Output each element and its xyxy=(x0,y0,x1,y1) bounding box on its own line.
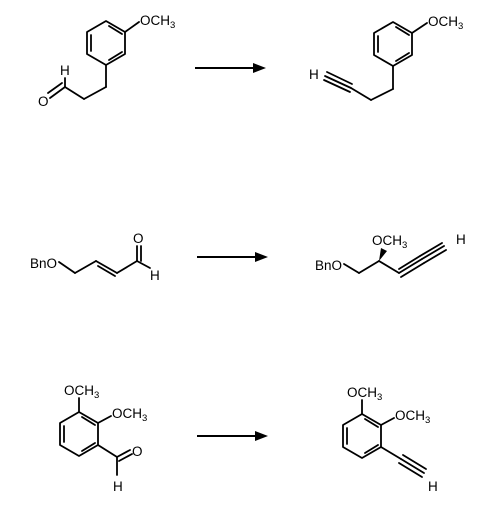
aldehyde-h-label: H xyxy=(60,63,70,78)
oxygen-label: O xyxy=(133,231,144,246)
reaction-3-reactant: OCH3 OCH3 O H xyxy=(59,383,147,494)
reaction-3-product: OCH3 OCH3 H xyxy=(342,385,438,494)
reaction-1: OCH3 H O OCH3 H xyxy=(38,13,463,109)
reaction-2: BnO O H BnO xyxy=(30,231,466,283)
reaction-2-product: BnO OCH3 H xyxy=(315,232,466,278)
alkyne-h-label: H xyxy=(456,232,466,247)
alkyne-h-label: H xyxy=(428,479,438,494)
oxygen-label: O xyxy=(38,94,49,109)
alkyne-h-label: H xyxy=(309,67,319,82)
methoxy-label: OCH3 xyxy=(140,13,175,31)
stereo-wedge xyxy=(379,248,387,261)
methoxy-label: OCH3 xyxy=(372,233,407,251)
reaction-1-product: OCH3 H xyxy=(309,14,463,101)
aldehyde-h-label: H xyxy=(150,268,160,283)
reaction-2-reactant: BnO O H xyxy=(30,231,160,283)
oxygen-label: O xyxy=(132,444,143,459)
reaction-3: OCH3 OCH3 O H OCH3 OCH3 H xyxy=(59,383,438,494)
benzyloxy-label: BnO xyxy=(315,258,342,273)
reaction-2-arrow xyxy=(197,252,268,262)
reaction-1-arrow xyxy=(195,63,266,73)
methoxy-label-2: OCH3 xyxy=(395,408,430,426)
methoxy-label-2: OCH3 xyxy=(112,406,147,424)
reaction-1-reactant: OCH3 H O xyxy=(38,13,175,109)
reaction-3-arrow xyxy=(197,431,268,441)
benzyloxy-label: BnO xyxy=(30,256,57,271)
methoxy-label: OCH3 xyxy=(428,14,463,32)
methoxy-label-1: OCH3 xyxy=(347,385,382,403)
aldehyde-h-label: H xyxy=(113,479,123,494)
methoxy-label-1: OCH3 xyxy=(64,383,99,401)
